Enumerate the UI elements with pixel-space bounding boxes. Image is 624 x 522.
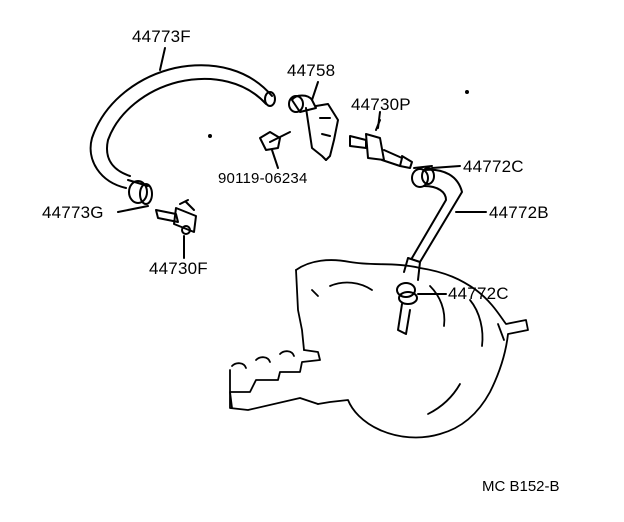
label-bracket: 44758 <box>287 61 336 80</box>
leader-44730P <box>377 111 381 129</box>
stray-mark-1 <box>208 134 212 138</box>
label-clamp-right-lower: 44772C <box>448 284 509 303</box>
fitting-lower <box>397 303 411 335</box>
leader-44773F <box>159 47 166 71</box>
engine-block-outline <box>229 259 529 439</box>
hose-44773F <box>89 64 276 189</box>
valve-44730F <box>155 199 197 235</box>
clamp-44772C-upper <box>411 165 435 188</box>
leader-44773G <box>117 205 149 213</box>
label-hose-right: 44772B <box>489 203 549 222</box>
bracket-44758 <box>288 94 339 161</box>
leader-90119-06234 <box>271 149 279 169</box>
leader-44772C-upper <box>431 165 461 169</box>
stray-mark-2 <box>465 90 469 94</box>
label-clamp-left: 44773G <box>42 203 104 222</box>
label-clamp-right-upper: 44772C <box>463 157 524 176</box>
reference-code: MC B152-B <box>482 478 560 495</box>
label-bolt: 90119-06234 <box>218 170 308 187</box>
valve-44730P <box>349 119 413 169</box>
leader-44758 <box>311 81 319 101</box>
label-hose-upper: 44773F <box>132 27 191 46</box>
label-valve-pcv: 44730P <box>351 95 411 114</box>
clamp-44773G <box>127 179 153 205</box>
clamp-44772C-lower <box>396 282 418 305</box>
label-valve-left: 44730F <box>149 259 208 278</box>
bolt-90119-06234 <box>259 131 291 151</box>
hose-44772B <box>403 168 463 281</box>
